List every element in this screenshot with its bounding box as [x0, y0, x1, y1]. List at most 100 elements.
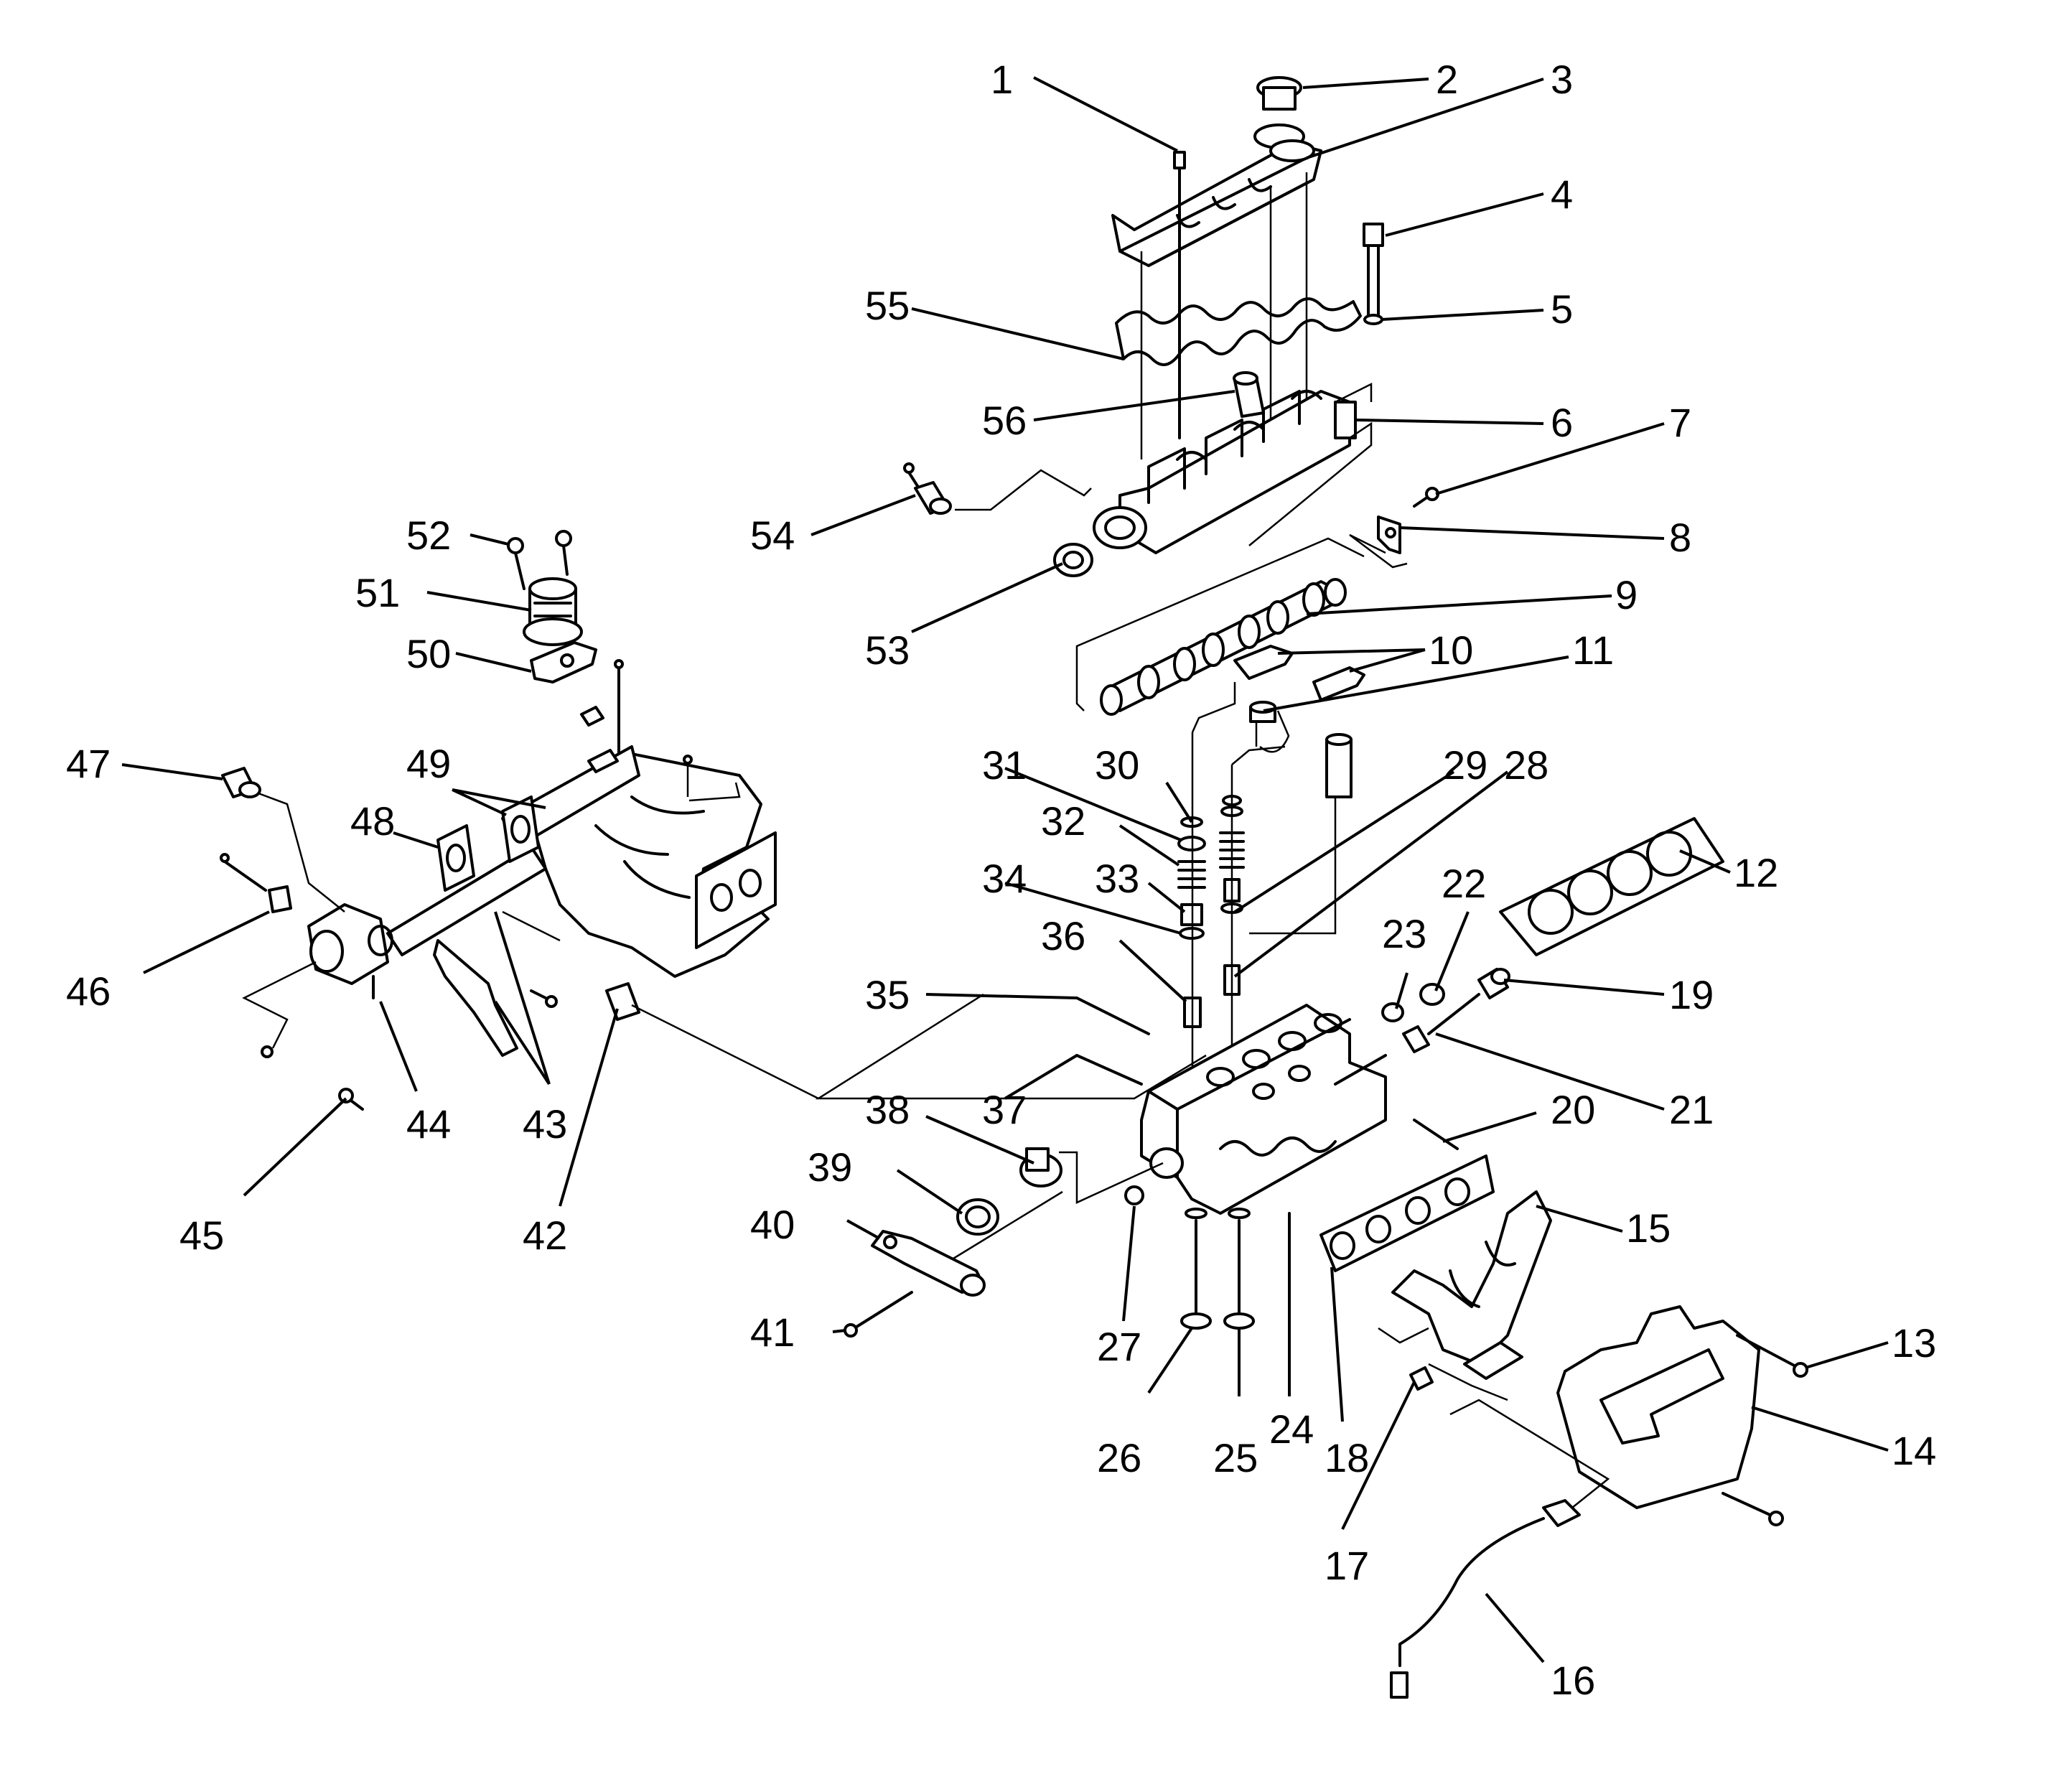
callout-53: 53 — [865, 627, 910, 673]
valve-spring-stack-left — [1177, 682, 1236, 1163]
exhaust-heat-shield — [1556, 1305, 1760, 1509]
callout-43: 43 — [523, 1101, 567, 1147]
camshaft-sensor — [903, 462, 1092, 515]
manifold-stay-bracket — [433, 939, 558, 1057]
callout-24: 24 — [1269, 1406, 1314, 1452]
callout-14: 14 — [1892, 1428, 1936, 1473]
callout-7: 7 — [1669, 400, 1691, 445]
throttle-position-sensor — [220, 853, 317, 1058]
callout-34: 34 — [982, 856, 1027, 901]
callout-26: 26 — [1097, 1435, 1141, 1480]
oil-filler-cap — [1253, 76, 1305, 149]
callout-32: 32 — [1041, 798, 1085, 844]
stud-35 — [1075, 997, 1150, 1035]
callout-35: 35 — [865, 972, 910, 1017]
camshaft-cover — [1111, 139, 1322, 267]
callout-20: 20 — [1551, 1087, 1595, 1132]
callout-27: 27 — [1097, 1324, 1141, 1369]
thermostat-housing — [871, 1230, 986, 1297]
callout-31: 31 — [982, 742, 1027, 788]
callout-17: 17 — [1325, 1543, 1369, 1588]
callout-42: 42 — [523, 1213, 567, 1258]
exhaust-manifold-gasket — [1319, 1154, 1495, 1272]
intake-manifold — [530, 752, 777, 978]
callout-15: 15 — [1626, 1205, 1671, 1251]
callout-55: 55 — [865, 283, 910, 328]
oxygen-sensor — [1390, 1399, 1610, 1699]
callout-37: 37 — [982, 1087, 1027, 1132]
callout-39: 39 — [808, 1144, 852, 1190]
rocker-arm — [1233, 645, 1365, 701]
callout-8: 8 — [1669, 515, 1691, 560]
hydraulic-lifter — [1249, 701, 1353, 798]
camshaft — [1075, 537, 1365, 716]
egr-gasket — [530, 641, 597, 683]
throttle-body-bolt — [338, 1088, 364, 1111]
breather-tube — [1233, 371, 1265, 418]
thermostat — [1019, 1147, 1164, 1204]
cylinder-head-gasket — [1499, 817, 1724, 956]
callout-3: 3 — [1551, 57, 1573, 102]
cover-bracket — [1349, 515, 1408, 569]
sensor-clip — [587, 749, 619, 773]
idle-air-sensor — [221, 767, 345, 913]
callout-18: 18 — [1325, 1435, 1369, 1480]
head-plugs — [1381, 983, 1445, 1053]
exhaust-manifold — [1378, 1190, 1552, 1401]
cover-bolt — [1173, 151, 1186, 439]
callout-29: 29 — [1443, 742, 1487, 788]
heat-shield-bolt — [1722, 1334, 1808, 1526]
flange-pipe — [501, 745, 640, 863]
callout-50: 50 — [406, 631, 451, 676]
callout-labels: 1 2 3 4 5 6 7 8 9 10 11 12 13 14 15 16 1… — [66, 57, 1936, 1703]
throttle-pipe — [307, 846, 547, 999]
callout-16: 16 — [1551, 1658, 1595, 1703]
leader-lines — [121, 76, 1889, 1663]
callout-38: 38 — [865, 1087, 910, 1132]
callout-45: 45 — [179, 1213, 224, 1258]
callout-23: 23 — [1382, 911, 1426, 956]
callout-9: 9 — [1615, 572, 1638, 617]
long-bolt — [1363, 223, 1384, 325]
callout-6: 6 — [1551, 400, 1573, 445]
callout-12: 12 — [1734, 850, 1778, 895]
callout-36: 36 — [1041, 913, 1085, 958]
callout-10: 10 — [1429, 627, 1473, 673]
callout-41: 41 — [750, 1310, 795, 1355]
callout-28: 28 — [1504, 742, 1548, 788]
callout-44: 44 — [406, 1101, 451, 1147]
callout-19: 19 — [1669, 972, 1714, 1017]
coolant-temperature-sensor — [1427, 968, 1510, 1035]
camshaft-seal — [1053, 543, 1093, 577]
callout-21: 21 — [1669, 1087, 1714, 1132]
intake-manifold-gasket — [605, 982, 640, 1021]
egr-bolts — [507, 530, 572, 590]
callout-40: 40 — [750, 1202, 795, 1247]
stud-20 — [1413, 1119, 1459, 1150]
thermostat-seal — [933, 1190, 1063, 1272]
callout-4: 4 — [1551, 172, 1573, 217]
callout-11: 11 — [1572, 627, 1614, 673]
callout-54: 54 — [750, 513, 795, 558]
exhaust-valve — [1180, 1208, 1212, 1330]
callout-1: 1 — [991, 57, 1013, 102]
callout-22: 22 — [1442, 861, 1486, 906]
callout-51: 51 — [355, 570, 400, 615]
callout-13: 13 — [1892, 1320, 1936, 1366]
callout-47: 47 — [66, 741, 111, 786]
callout-56: 56 — [982, 398, 1027, 443]
exhaust-nut — [1409, 1366, 1434, 1391]
callout-49: 49 — [406, 741, 451, 786]
callout-33: 33 — [1095, 856, 1139, 901]
flange-gasket — [436, 824, 475, 892]
cover-gasket — [1115, 297, 1362, 366]
callout-30: 30 — [1095, 742, 1139, 788]
egr-valve — [523, 577, 583, 646]
callout-5: 5 — [1551, 286, 1573, 332]
bracket-bolt — [1413, 487, 1439, 508]
callout-2: 2 — [1436, 57, 1458, 102]
intake-valve — [1223, 1208, 1255, 1330]
callout-25: 25 — [1213, 1435, 1258, 1480]
callout-52: 52 — [406, 513, 451, 558]
